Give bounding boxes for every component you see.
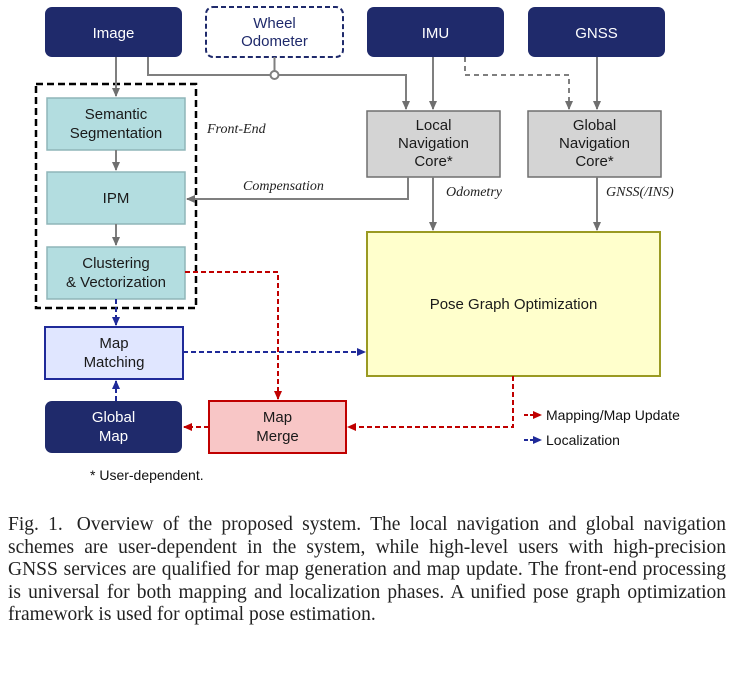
node-image: Image bbox=[45, 7, 182, 57]
node-wheel-odometer-line-1: Wheel bbox=[253, 15, 296, 32]
node-pgo-label: Pose Graph Optimization bbox=[430, 296, 598, 313]
arrow-image-to-local-nav bbox=[147, 57, 410, 110]
node-semantic-segmentation: Semantic Segmentation bbox=[46, 97, 186, 151]
legend-localization-label: Localization bbox=[546, 432, 620, 448]
node-local-nav-line-2: Navigation bbox=[398, 135, 469, 152]
node-local-navigation-core: Local Navigation Core* bbox=[366, 110, 501, 178]
front-end-label: Front-End bbox=[206, 122, 267, 137]
node-clustering-line-1: Clustering bbox=[82, 255, 150, 272]
figure-caption: Fig. 1.Overview of the proposed system. … bbox=[8, 514, 726, 627]
junction-circle bbox=[269, 70, 280, 80]
node-clustering: Clustering & Vectorization bbox=[46, 246, 186, 300]
node-map-merge: Map Merge bbox=[208, 400, 347, 454]
node-global-nav-line-1: Global bbox=[573, 117, 616, 134]
node-map-merge-line-1: Map bbox=[263, 409, 292, 426]
node-global-nav-line-2: Navigation bbox=[559, 135, 630, 152]
node-global-map-line-1: Global bbox=[92, 409, 135, 426]
node-global-nav-line-3: Core* bbox=[575, 153, 614, 170]
system-diagram: Image Wheel Odometer IMU GNSS Front-End … bbox=[34, 6, 680, 483]
node-wheel-odometer: Wheel Odometer bbox=[205, 6, 344, 58]
node-wheel-odometer-line-2: Odometer bbox=[241, 33, 308, 50]
node-ipm-label: IPM bbox=[103, 190, 130, 207]
node-global-map-line-2: Map bbox=[99, 428, 128, 445]
node-gnss-label: GNSS bbox=[575, 25, 618, 42]
gray-arrows bbox=[112, 57, 601, 246]
red-dashed-arrows bbox=[183, 271, 514, 431]
odometry-label: Odometry bbox=[446, 185, 503, 200]
node-imu: IMU bbox=[367, 7, 504, 57]
node-pose-graph-optimization: Pose Graph Optimization bbox=[366, 231, 661, 377]
node-clustering-line-2: & Vectorization bbox=[66, 274, 166, 291]
node-global-navigation-core: Global Navigation Core* bbox=[527, 110, 662, 178]
node-gnss: GNSS bbox=[528, 7, 665, 57]
arrow-clustering-to-map-merge bbox=[185, 271, 282, 400]
node-global-map: Global Map bbox=[45, 401, 182, 453]
node-map-matching-line-2: Matching bbox=[84, 354, 145, 371]
arrow-imu-to-global-nav-dashed bbox=[464, 57, 573, 110]
node-map-matching-line-1: Map bbox=[99, 335, 128, 352]
node-local-nav-line-3: Core* bbox=[414, 153, 453, 170]
node-map-matching: Map Matching bbox=[44, 326, 184, 380]
arrow-pgo-to-map-merge bbox=[347, 376, 514, 431]
caption-prefix: Fig. 1. bbox=[8, 514, 63, 535]
user-dependent-note: * User-dependent. bbox=[90, 467, 204, 483]
node-local-nav-line-1: Local bbox=[416, 117, 452, 134]
node-imu-label: IMU bbox=[422, 25, 450, 42]
caption-text: Overview of the proposed system. The loc… bbox=[8, 514, 726, 625]
legend-mapping-label: Mapping/Map Update bbox=[546, 407, 680, 423]
node-image-label: Image bbox=[93, 25, 135, 42]
node-semantic-segmentation-line-1: Semantic bbox=[85, 106, 148, 123]
blue-dashed-arrows bbox=[112, 299, 366, 401]
node-map-merge-line-2: Merge bbox=[256, 428, 299, 445]
gnss-ins-label: GNSS(/INS) bbox=[606, 185, 674, 200]
node-semantic-segmentation-line-2: Segmentation bbox=[70, 125, 163, 142]
compensation-label: Compensation bbox=[243, 179, 324, 194]
legend: Mapping/Map Update Localization bbox=[524, 407, 680, 448]
node-ipm: IPM bbox=[46, 171, 186, 225]
arrow-compensation bbox=[186, 177, 409, 203]
